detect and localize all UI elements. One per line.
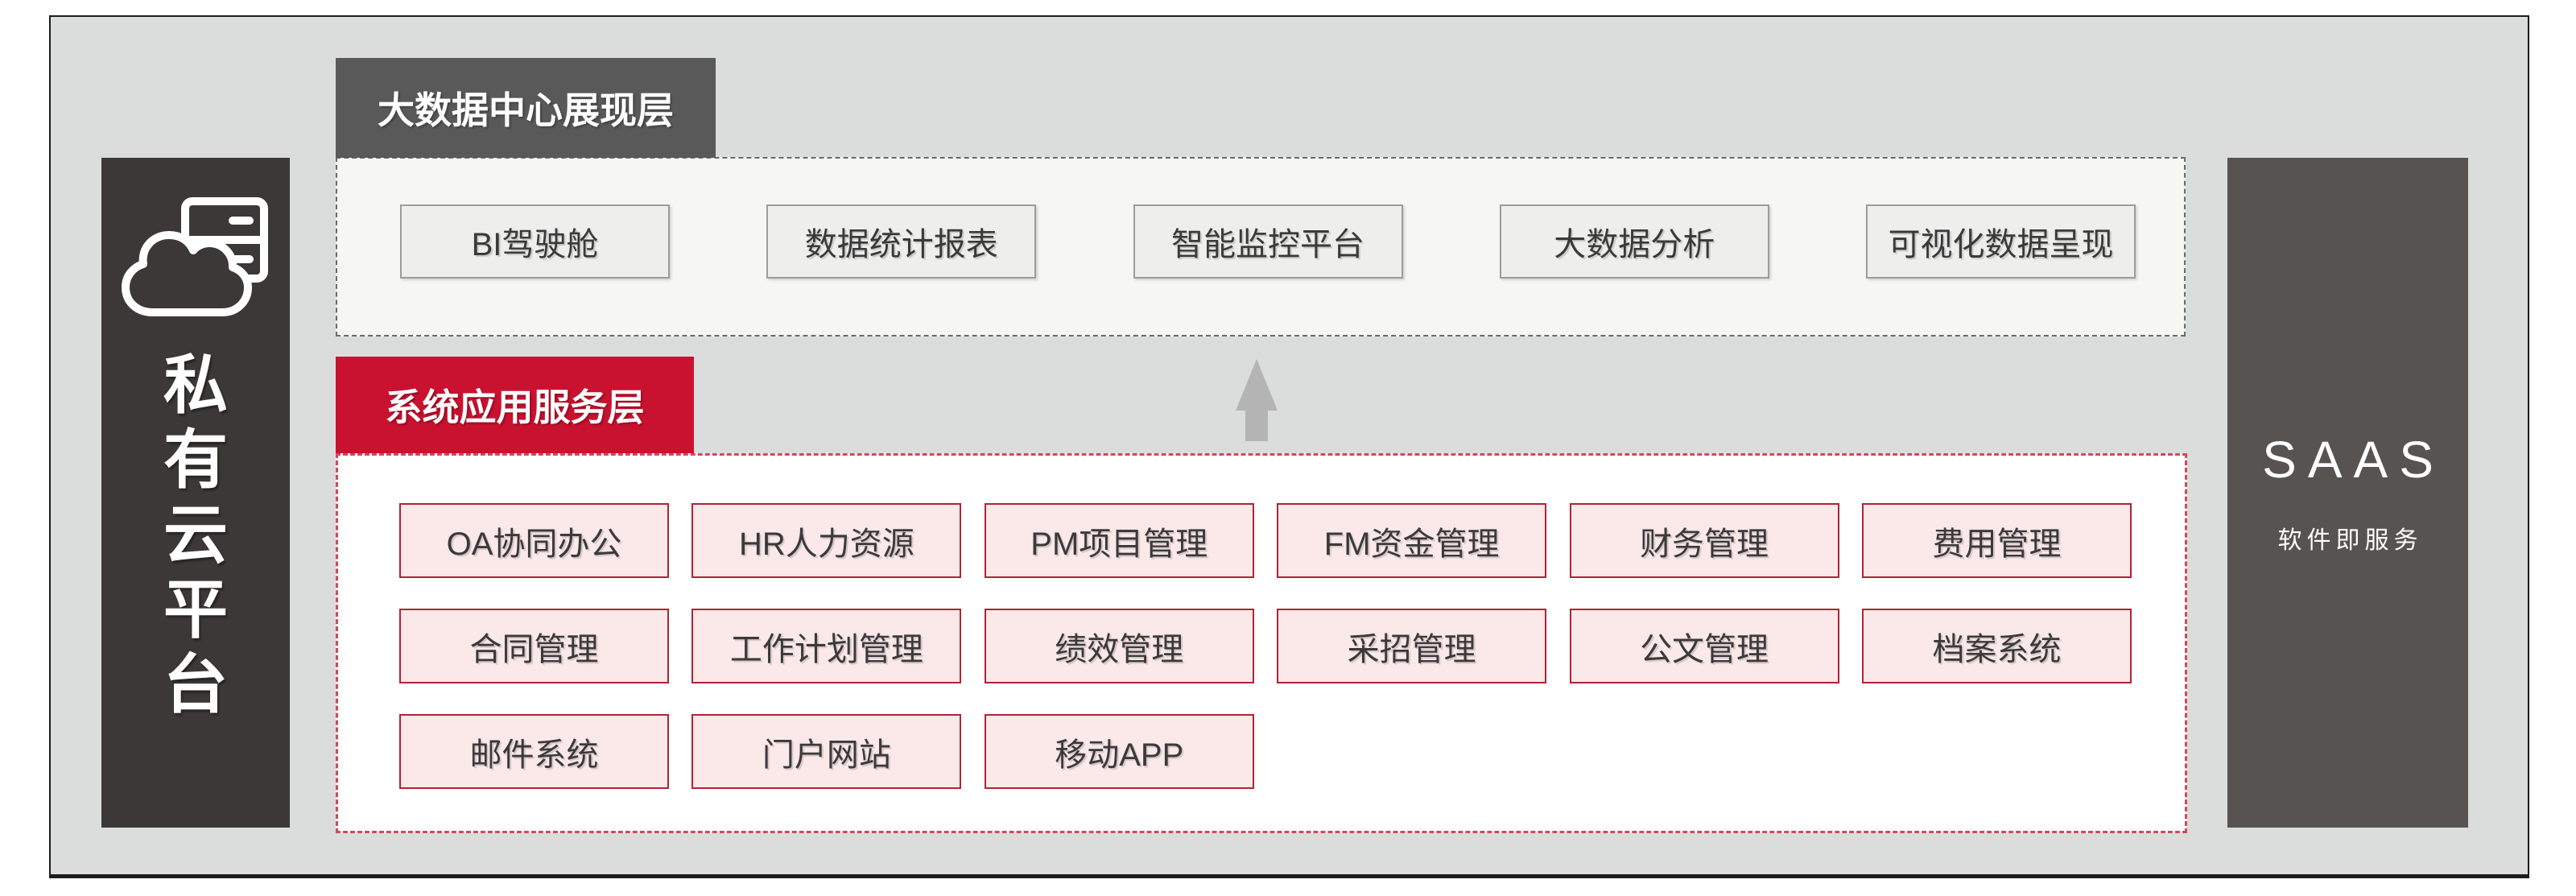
- service-box: 档案系统: [1861, 609, 2132, 683]
- title-char: 平: [163, 574, 228, 646]
- diagram-frame: 私 有 云 平 台 大数据中心展现层 BI驾驶舱 数据统计报表 智能监控平台 大…: [49, 15, 2529, 878]
- service-box: 工作计划管理: [691, 609, 962, 683]
- title-char: 私: [163, 349, 228, 421]
- presentation-box: BI驾驶舱: [400, 204, 670, 279]
- service-box: HR人力资源: [691, 503, 962, 578]
- presentation-box: 大数据分析: [1499, 204, 1769, 279]
- service-box: 费用管理: [1861, 503, 2132, 578]
- title-char: 台: [163, 649, 228, 721]
- cloud-server-icon: [122, 197, 268, 316]
- service-box: PM项目管理: [984, 503, 1254, 578]
- service-box: 采招管理: [1277, 609, 1547, 683]
- presentation-layer-area: BI驾驶舱 数据统计报表 智能监控平台 大数据分析 可视化数据呈现: [336, 157, 2186, 337]
- service-box: 邮件系统: [399, 714, 669, 789]
- service-box-grid: OA协同办公 HR人力资源 PM项目管理 FM资金管理 财务管理 费用管理 合同…: [399, 503, 2132, 789]
- presentation-box-grid: BI驾驶舱 数据统计报表 智能监控平台 大数据分析 可视化数据呈现: [400, 204, 2136, 279]
- saas-title: SAAS: [2262, 431, 2445, 489]
- title-char: 有: [163, 424, 228, 496]
- service-box: 合同管理: [399, 609, 669, 683]
- private-cloud-sidebar: 私 有 云 平 台: [101, 158, 290, 828]
- cloud-shape: [122, 231, 252, 316]
- service-box: 公文管理: [1569, 609, 1839, 683]
- saas-subtitle: 软件即服务: [2277, 527, 2423, 554]
- service-box: 移动APP: [984, 714, 1254, 789]
- arrow-head: [1236, 359, 1278, 411]
- service-box: 财务管理: [1569, 503, 1839, 578]
- private-cloud-title: 私 有 云 平 台: [163, 348, 228, 722]
- title-char: 云: [163, 499, 228, 571]
- service-box: 绩效管理: [984, 609, 1254, 683]
- presentation-box: 可视化数据呈现: [1866, 204, 2136, 279]
- service-layer-header: 系统应用服务层: [336, 357, 694, 453]
- service-layer-area: OA协同办公 HR人力资源 PM项目管理 FM资金管理 财务管理 费用管理 合同…: [336, 453, 2187, 833]
- service-box: 门户网站: [691, 714, 962, 789]
- arrow-stem: [1245, 410, 1268, 441]
- presentation-layer-header: 大数据中心展现层: [336, 58, 716, 158]
- service-box: OA协同办公: [399, 503, 669, 578]
- arrow-up-icon: [1236, 359, 1278, 441]
- saas-sidebar: SAAS 软件即服务: [2227, 158, 2468, 828]
- presentation-box: 数据统计报表: [766, 204, 1037, 279]
- presentation-box: 智能监控平台: [1133, 204, 1403, 279]
- service-box: FM资金管理: [1277, 503, 1547, 578]
